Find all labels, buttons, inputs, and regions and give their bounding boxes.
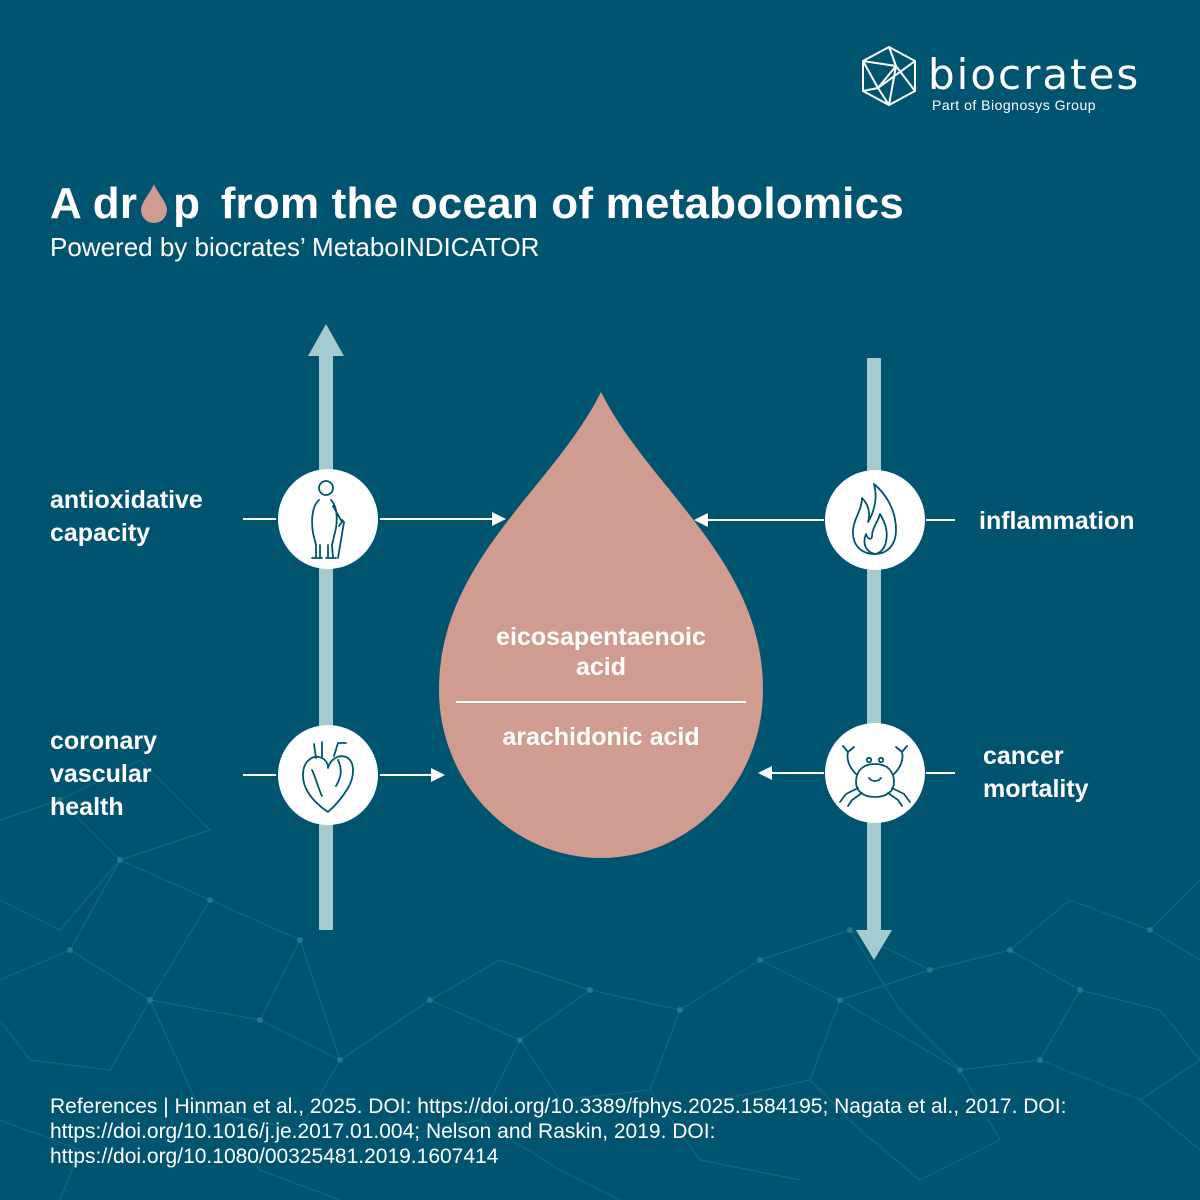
flame-icon xyxy=(852,483,897,555)
hexagon-network-logo-icon xyxy=(862,46,916,106)
page-subtitle: Powered by biocrates’ MetaboINDICATOR xyxy=(50,232,540,262)
label-coronary-vascular-health: coronary vascular health xyxy=(50,727,157,821)
up-arrow xyxy=(308,324,344,930)
references: References | Hinman et al., 2025. DOI: h… xyxy=(50,1095,1067,1168)
title-part-1: A dr xyxy=(50,179,138,228)
page-title: A dr p from the ocean of metabolomics xyxy=(50,176,904,232)
title-part-2: p xyxy=(173,179,201,228)
brand-name: biocrates xyxy=(928,50,1141,99)
elderly-person-with-cane-icon xyxy=(311,480,345,559)
down-arrow xyxy=(856,358,892,960)
ratio-numerator: eicosapentaenoic acid xyxy=(496,623,706,681)
label-antioxidative-capacity: antioxidative capacity xyxy=(50,486,203,547)
ratio-drop xyxy=(439,392,763,858)
title-part-3: from the ocean of metabolomics xyxy=(220,179,904,228)
ratio-denominator: arachidonic acid xyxy=(502,723,700,751)
brand-tagline: Part of Biognosys Group xyxy=(932,97,1097,113)
crab-icon xyxy=(839,745,911,807)
drop-letter-icon xyxy=(141,184,168,223)
label-inflammation: inflammation xyxy=(979,507,1135,535)
label-cancer-mortality: cancer mortality xyxy=(983,742,1089,803)
heart-icon xyxy=(302,741,354,813)
